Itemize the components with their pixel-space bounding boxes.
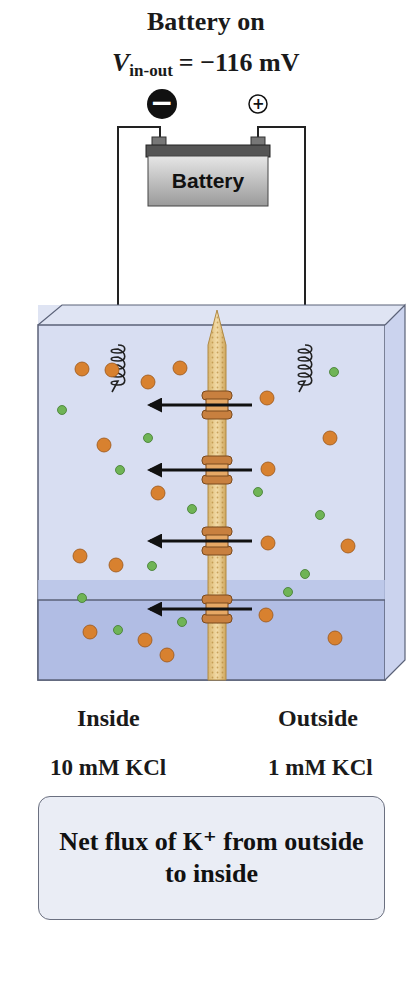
potassium-ion — [73, 549, 87, 563]
chloride-ion — [58, 406, 67, 415]
negative-terminal-sign — [147, 89, 177, 119]
flux-arrow — [150, 608, 252, 611]
flux-arrows — [150, 405, 252, 609]
potassium-ion — [160, 648, 174, 662]
tank — [38, 305, 405, 680]
potassium-ion — [105, 363, 119, 377]
chloride-ion — [114, 626, 123, 635]
title: Battery on — [147, 7, 265, 37]
flux-arrow — [150, 404, 252, 407]
potassium-ion — [261, 536, 275, 550]
chloride-ion — [178, 618, 187, 627]
chloride-ion — [78, 594, 87, 603]
side-label: Outside — [278, 705, 358, 732]
flux-arrow — [150, 540, 252, 543]
battery-label-box: Battery — [148, 156, 268, 206]
side-label: Inside — [77, 705, 140, 732]
potassium-ion — [328, 631, 342, 645]
chloride-ion — [148, 562, 157, 571]
node-text: Net flux of K⁺ from outside to inside — [53, 826, 370, 891]
potassium-ion — [341, 539, 355, 553]
voltage-subscript: in-out — [129, 61, 172, 80]
chloride-ion — [316, 511, 325, 520]
concentration-label: 10 mM KCl — [50, 755, 166, 781]
chloride-ion — [301, 570, 310, 579]
node-text: Battery — [172, 169, 244, 193]
membrane — [208, 310, 226, 680]
ions — [58, 361, 356, 662]
chloride-ion — [188, 505, 197, 514]
battery-body — [146, 137, 270, 206]
voltage-value: = −116 mV — [179, 48, 300, 77]
chloride-ion — [330, 368, 339, 377]
potassium-ion — [151, 486, 165, 500]
potassium-ion — [260, 391, 274, 405]
chloride-ion — [144, 434, 153, 443]
chloride-ion — [284, 588, 293, 597]
k-channels — [202, 391, 232, 623]
potassium-ion — [323, 431, 337, 445]
result-box: Net flux of K⁺ from outside to inside — [38, 796, 385, 920]
potassium-ion — [261, 462, 275, 476]
coil — [298, 345, 312, 392]
chloride-ion — [254, 488, 263, 497]
flux-arrow — [150, 469, 252, 472]
chloride-ion — [116, 466, 125, 475]
potassium-ion — [97, 438, 111, 452]
voltage-reading: Vin-out = −116 mV — [112, 48, 299, 81]
potassium-ion — [109, 558, 123, 572]
potassium-ion — [138, 633, 152, 647]
potassium-ion — [173, 361, 187, 375]
concentration-label: 1 mM KCl — [268, 755, 373, 781]
potassium-ion — [259, 608, 273, 622]
plus-sign: + — [252, 97, 265, 112]
minus-sign: − — [150, 89, 173, 117]
positive-terminal-sign — [249, 95, 267, 113]
potassium-ion — [141, 375, 155, 389]
potassium-ion — [83, 625, 97, 639]
voltage-symbol: V — [112, 48, 129, 77]
potassium-ion — [75, 362, 89, 376]
